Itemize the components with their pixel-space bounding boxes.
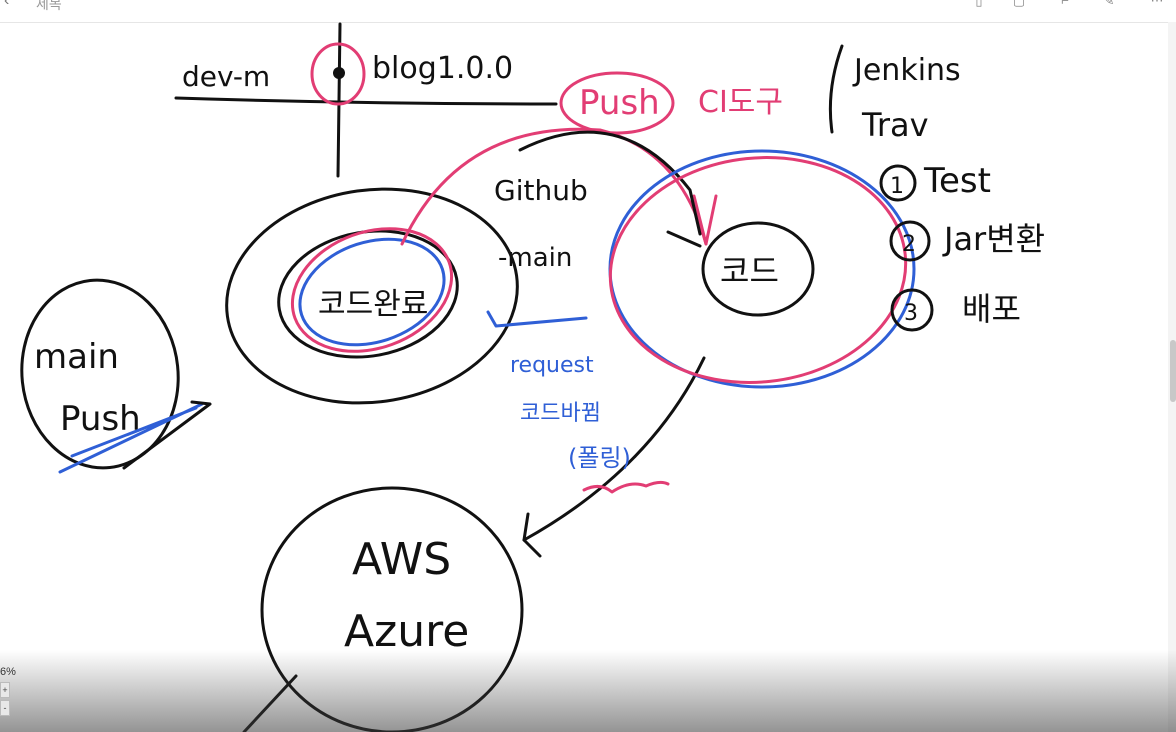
main-push-group: main Push (20, 278, 212, 474)
toolbar: ‹ 제목 ▯ ▢ ⌐ ✎ ⋯ (0, 0, 1176, 23)
travis-label: Trav (861, 106, 929, 144)
scrollbar-thumb[interactable] (1170, 340, 1176, 402)
main-push-main-label: main (34, 337, 119, 377)
flow-arrows (400, 127, 718, 558)
polling-label: (폴링) (568, 444, 631, 472)
azure-label: Azure (344, 606, 469, 657)
push-ci-group: Push CI도구 Jenkins Trav (559, 44, 961, 144)
main-push-push-label: Push (60, 399, 141, 439)
document-title: 제목 (36, 0, 62, 13)
step-2-number: 2 (902, 232, 916, 257)
more-icon[interactable]: ⋯ (1150, 0, 1164, 8)
github-outer-circle (225, 187, 519, 405)
branch-timeline: dev-m blog1.0.0 (174, 22, 558, 178)
aws-label: AWS (352, 534, 451, 585)
main-push-circle (20, 278, 180, 470)
step-test-label: Test (923, 161, 991, 201)
image-icon[interactable]: ▢ (1012, 0, 1026, 8)
code-done-label: 코드완료 (318, 287, 428, 322)
ci-steps-list: 1 Test 2 Jar변환 3 배포 (879, 161, 1045, 332)
zoom-out-button[interactable]: - (0, 700, 10, 716)
blog-version-label: blog1.0.0 (372, 51, 513, 86)
book-icon[interactable]: ▯ (975, 0, 983, 8)
commit-dot (333, 67, 345, 79)
step-jar-label: Jar변환 (942, 220, 1045, 258)
ci-tool-label: CI도구 (698, 85, 783, 120)
ci-pink-circle (608, 156, 908, 384)
whiteboard-canvas[interactable]: dev-m blog1.0.0 Push CI도구 Jenkins Trav 코… (0, 22, 1168, 732)
request-label: request (510, 353, 594, 378)
main-branch-label: -main (498, 243, 572, 273)
crop-icon[interactable]: ⌐ (1061, 0, 1069, 8)
step-1-number: 1 (890, 174, 904, 199)
zoom-level: 6% (0, 666, 16, 678)
github-label: Github (494, 174, 588, 207)
code-change-label: 코드바뀜 (520, 401, 601, 426)
commit-highlight-circle (310, 42, 366, 106)
polling-note: request 코드바뀜 (폴링) (510, 353, 631, 472)
push-circle (559, 71, 675, 135)
push-label: Push (579, 83, 660, 123)
github-repo-group: 코드완료 Github -main (225, 174, 588, 405)
jenkins-label: Jenkins (852, 53, 961, 88)
code-label: 코드 (720, 252, 779, 290)
pen-icon[interactable]: ✎ (1103, 0, 1115, 8)
zoom-in-button[interactable]: + (0, 682, 10, 698)
cloud-group: AWS Azure (242, 486, 524, 732)
vertical-scrollbar[interactable] (1168, 22, 1176, 732)
step-3-number: 3 (904, 301, 918, 326)
cloud-circle (260, 486, 524, 732)
code-inner-circle (701, 221, 815, 317)
step-deploy-label: 배포 (962, 290, 1021, 328)
ci-code-group: 코드 (608, 149, 916, 389)
back-arrow-icon[interactable]: ‹ (4, 0, 10, 9)
dev-branch-label: dev-m (182, 60, 270, 93)
